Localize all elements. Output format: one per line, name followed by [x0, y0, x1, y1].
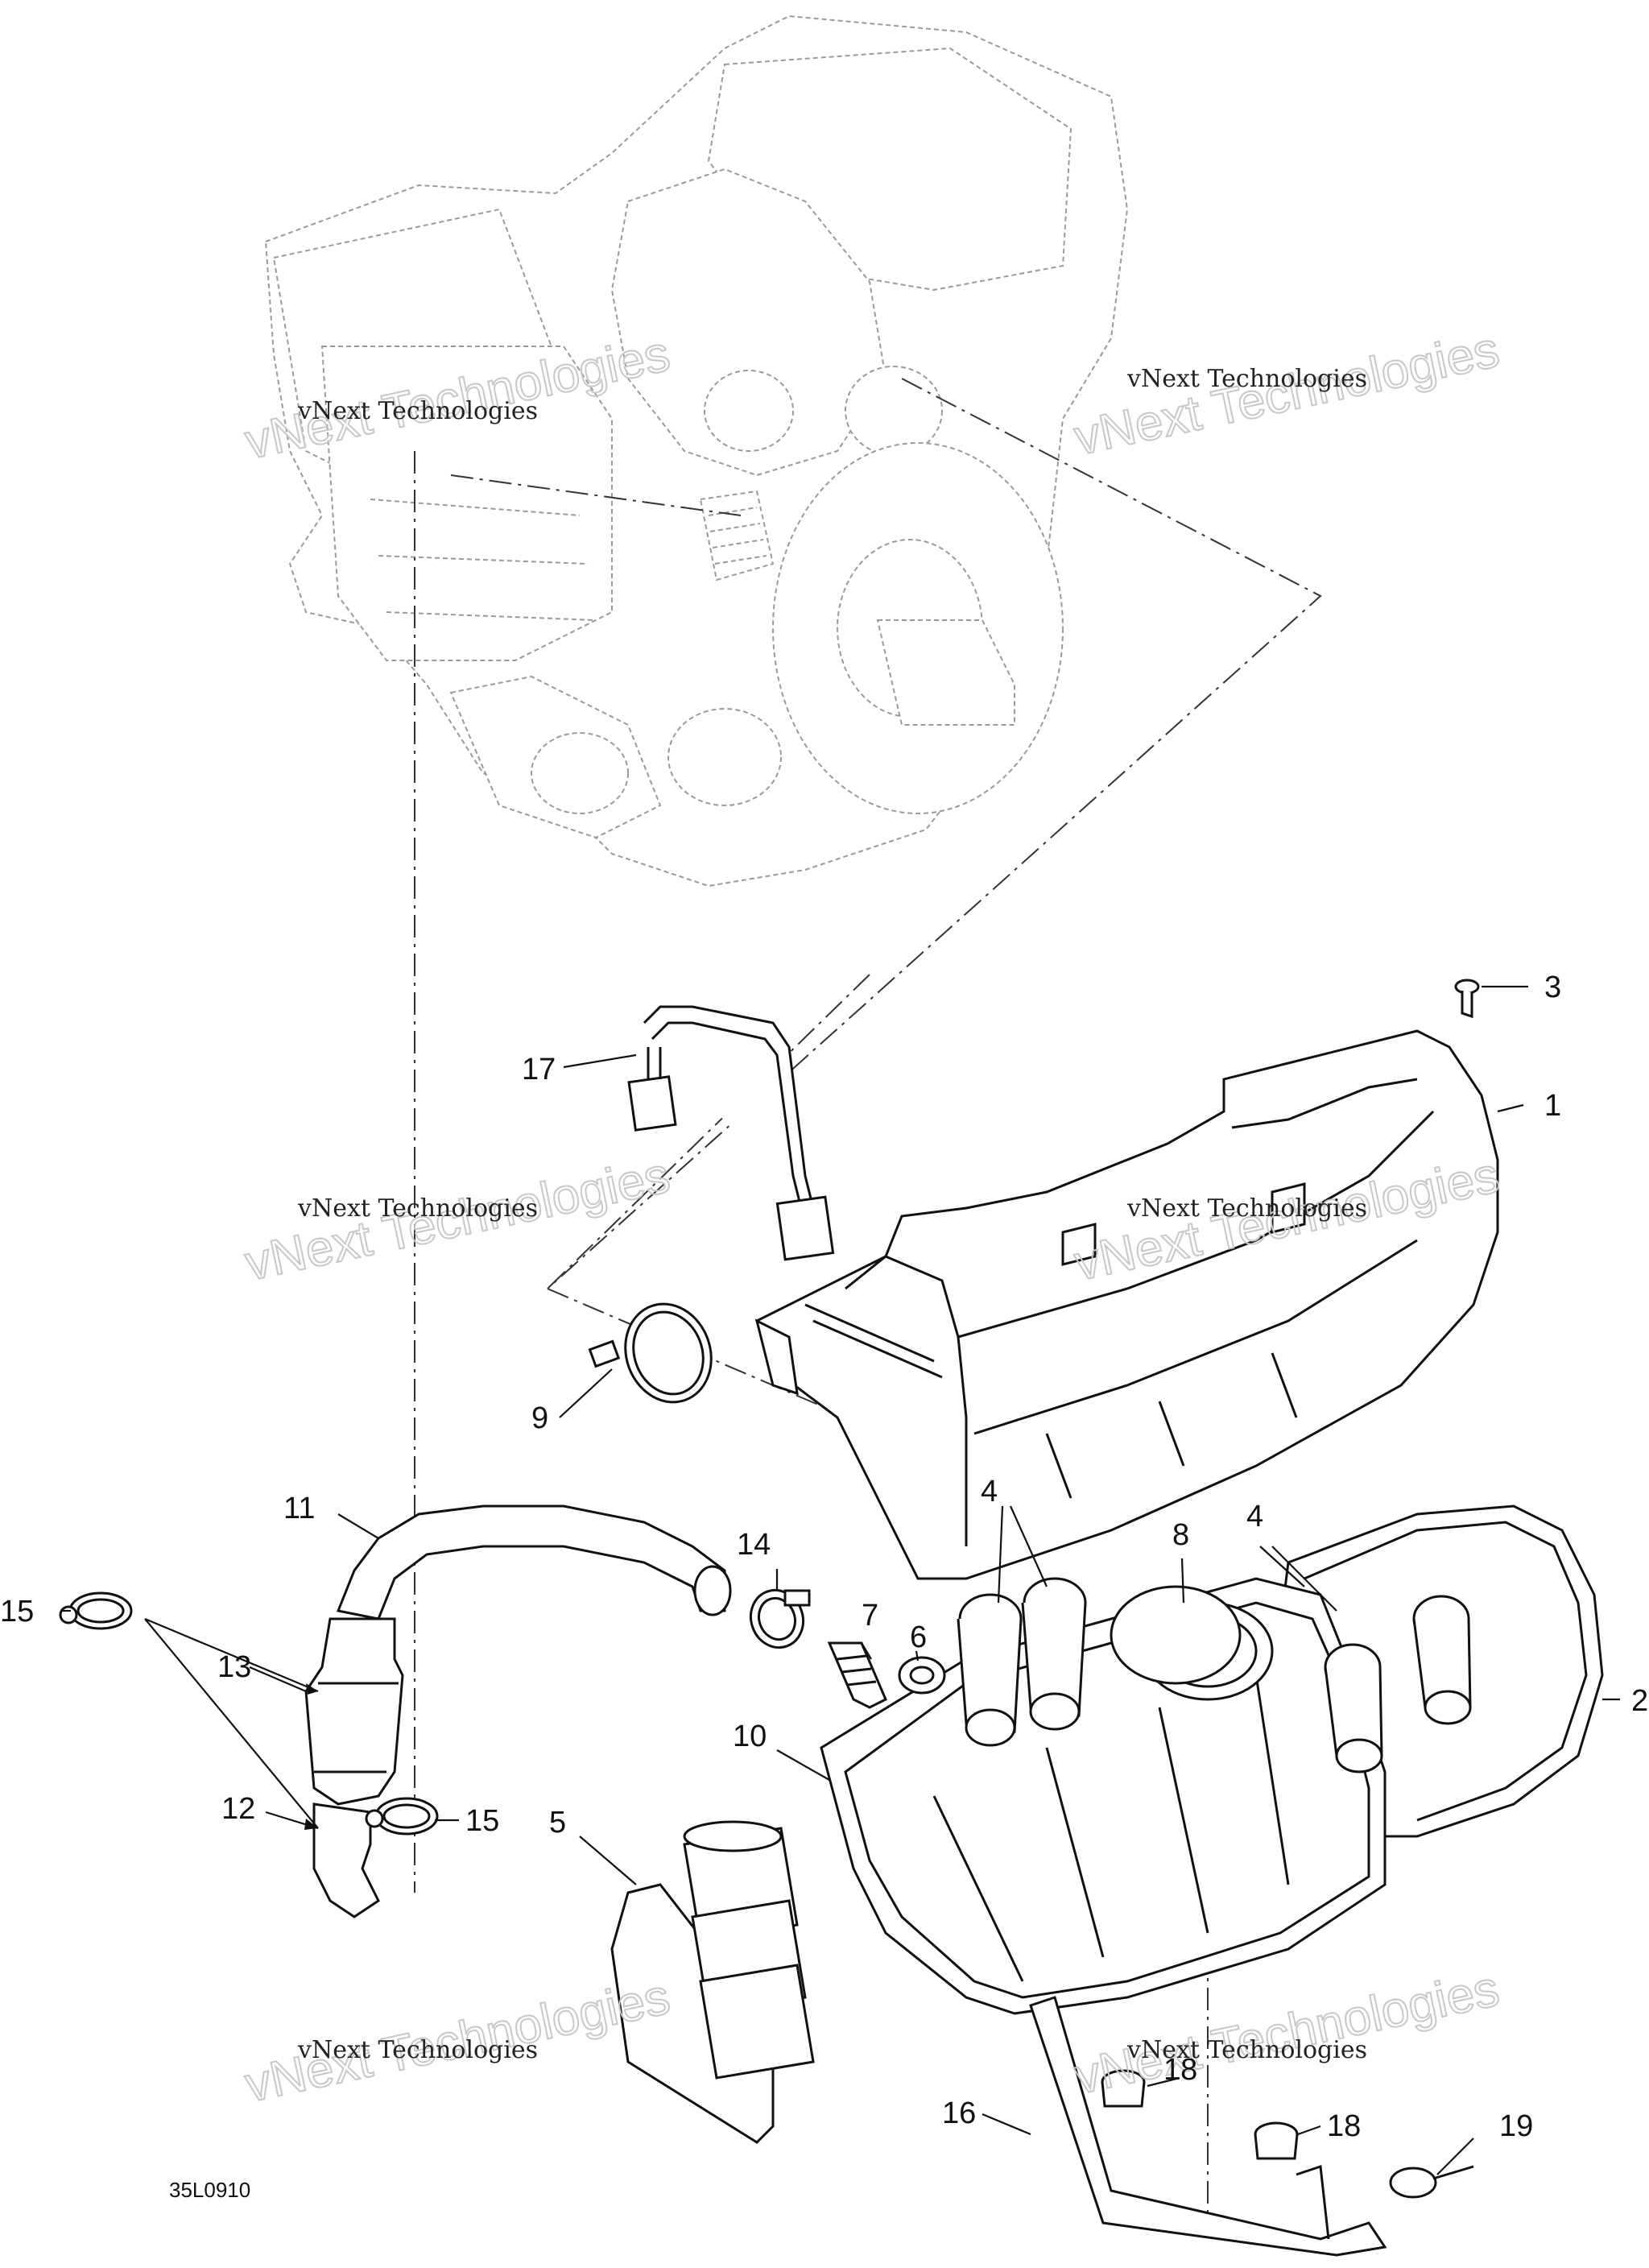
watermark-small-1: vNext Technologies [297, 397, 538, 425]
callout-18-upper: 18 [1163, 2053, 1197, 2087]
breather-hose [336, 1504, 732, 1620]
callout-3: 3 [1544, 971, 1561, 1004]
callout-5: 5 [549, 1806, 566, 1840]
small-clamp-lower [365, 1797, 439, 1836]
callout-15-upper: 15 [0, 1595, 34, 1629]
watermark-small-5: vNext Technologies [297, 2036, 538, 2064]
callout-14: 14 [737, 1528, 771, 1562]
mounting-bracket [1029, 1996, 1387, 2257]
callout-17: 17 [522, 1053, 556, 1086]
callout-8: 8 [1172, 1518, 1189, 1552]
engine-ghost-outline [264, 14, 1129, 888]
rubber-cap-lower [1254, 2121, 1299, 2160]
oil-separator [304, 1617, 404, 1806]
air-box-lower-housing [820, 1577, 1472, 2015]
air-box-coupling [1110, 1585, 1274, 1701]
small-clamp-upper [59, 1591, 133, 1630]
callout-6: 6 [910, 1620, 927, 1654]
callout-1: 1 [1544, 1089, 1561, 1123]
watermark-small-4: vNext Technologies [1126, 1194, 1367, 1223]
filter-plate [610, 1820, 815, 2144]
watermark-small-2: vNext Technologies [1126, 365, 1367, 393]
watermark-large-2: vNext Technologies [1070, 322, 1504, 466]
air-box-cover [754, 1029, 1499, 1580]
callout-13: 13 [217, 1650, 251, 1684]
hose-clamp-large [588, 1302, 713, 1404]
rubber-cap-upper [1101, 2069, 1146, 2108]
callout-15-lower: 15 [465, 1804, 499, 1838]
hose-clamp-small [750, 1588, 811, 1649]
hose-fitting [827, 1641, 887, 1709]
callout-2: 2 [1631, 1684, 1648, 1718]
callout-labels: 3 1 2 4 4 8 5 6 7 9 14 10 11 12 13 15 15… [0, 971, 1648, 2143]
grommet [898, 1656, 946, 1695]
callout-18-lower: 18 [1327, 2109, 1361, 2143]
cable-tie [1389, 2165, 1474, 2199]
watermark-small-3: vNext Technologies [297, 1194, 538, 1223]
watermark-small-6: vNext Technologies [1126, 2036, 1367, 2064]
callout-19: 19 [1499, 2109, 1533, 2143]
callout-12: 12 [221, 1792, 255, 1826]
leader-lines [60, 985, 1620, 2175]
drawing-code: 35L0910 [169, 2178, 250, 2202]
callout-11: 11 [283, 1492, 315, 1525]
callout-9: 9 [531, 1401, 548, 1435]
callout-16: 16 [942, 2096, 976, 2130]
callout-4-right: 4 [1246, 1500, 1263, 1533]
screw [1454, 979, 1480, 1019]
retaining-strap [627, 1005, 835, 1261]
callout-10: 10 [733, 1720, 767, 1753]
callout-4-left: 4 [981, 1475, 998, 1509]
callout-7: 7 [862, 1599, 878, 1633]
